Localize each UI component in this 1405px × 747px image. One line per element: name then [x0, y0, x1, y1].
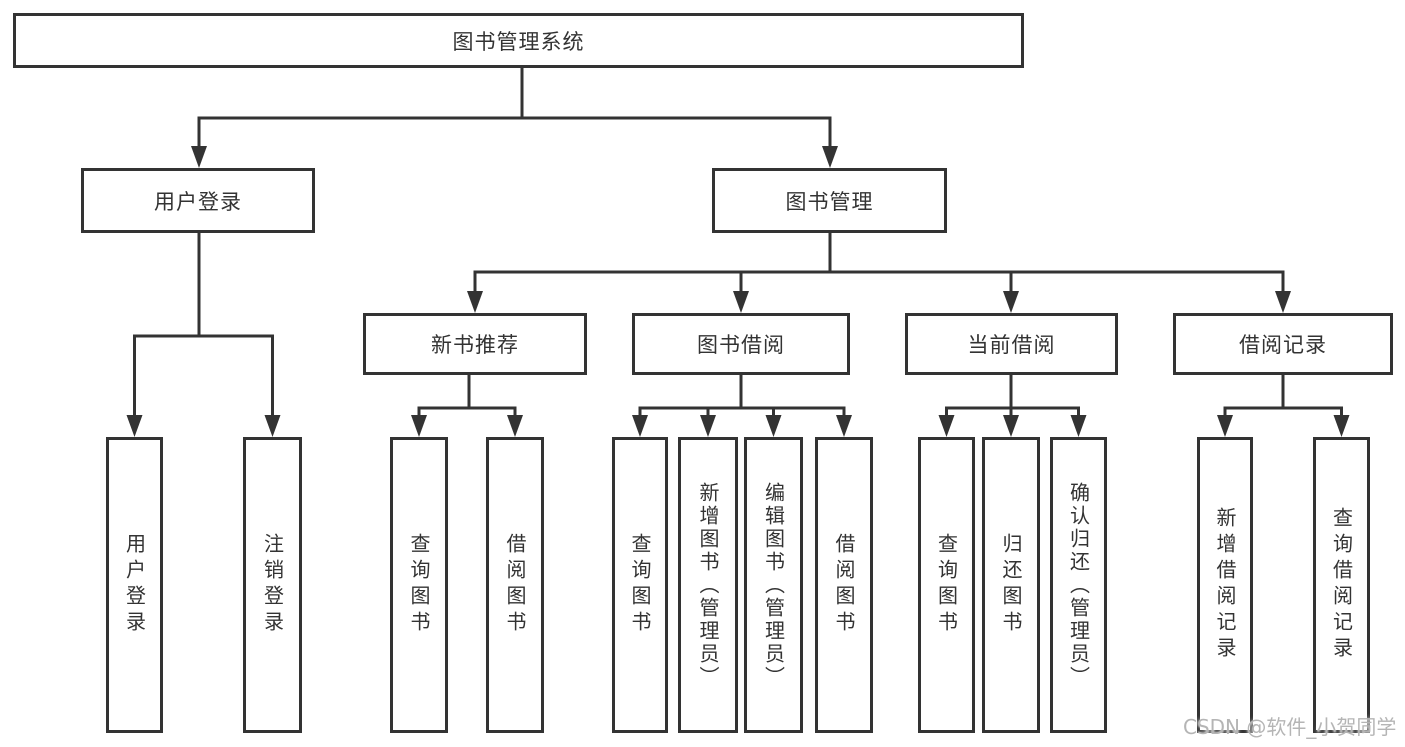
- node-label: 新书推荐: [431, 333, 519, 357]
- node-new-book-recommend: 新书推荐: [363, 313, 587, 375]
- node-label: 查询图书: [934, 533, 959, 637]
- node-label: 用户登录: [154, 189, 242, 214]
- node-label: 用户登录: [122, 533, 147, 637]
- node-label: 确认归还（管理员）: [1066, 481, 1091, 689]
- node-user-login: 用户登录: [81, 168, 315, 233]
- node-label: 图书管理: [785, 189, 874, 214]
- node-label: 图书管理系统: [452, 29, 585, 54]
- node-label: 新增借阅记录: [1213, 507, 1237, 663]
- col-user-login: 用户登录: [106, 437, 163, 733]
- col-query-books-2: 查询图书: [612, 437, 668, 733]
- node-label: 借阅记录: [1239, 333, 1327, 357]
- col-logout: 注销登录: [243, 437, 302, 733]
- node-current-borrow: 当前借阅: [905, 313, 1118, 375]
- col-return-books: 归还图书: [982, 437, 1040, 733]
- node-label: 借阅图书: [832, 533, 856, 637]
- node-label: 注销登录: [260, 533, 285, 637]
- col-edit-book-admin: 编辑图书（管理员）: [744, 437, 803, 733]
- node-borrow-records: 借阅记录: [1173, 313, 1393, 375]
- col-query-books-1: 查询图书: [390, 437, 448, 733]
- csdn-watermark: CSDN @软件_小贺同学: [1183, 715, 1397, 739]
- node-label: 查询借阅记录: [1329, 507, 1354, 663]
- node-label: 归还图书: [999, 533, 1023, 637]
- node-label: 新增图书（管理员）: [696, 481, 720, 689]
- node-root: 图书管理系统: [13, 13, 1024, 68]
- node-label: 借阅图书: [503, 533, 527, 637]
- col-add-book-admin: 新增图书（管理员）: [678, 437, 738, 733]
- col-confirm-return-admin: 确认归还（管理员）: [1050, 437, 1107, 733]
- node-label: 当前借阅: [967, 333, 1056, 357]
- node-label: 图书借阅: [697, 333, 785, 357]
- node-label: 查询图书: [407, 533, 431, 637]
- col-query-books-3: 查询图书: [918, 437, 975, 733]
- col-add-borrow-record: 新增借阅记录: [1197, 437, 1253, 733]
- col-query-borrow-record: 查询借阅记录: [1313, 437, 1370, 733]
- node-book-mgmt: 图书管理: [712, 168, 947, 233]
- col-borrow-books-1: 借阅图书: [486, 437, 544, 733]
- node-label: 编辑图书（管理员）: [761, 481, 786, 689]
- node-book-borrow: 图书借阅: [632, 313, 850, 375]
- col-borrow-books-2: 借阅图书: [815, 437, 873, 733]
- node-label: 查询图书: [628, 533, 652, 637]
